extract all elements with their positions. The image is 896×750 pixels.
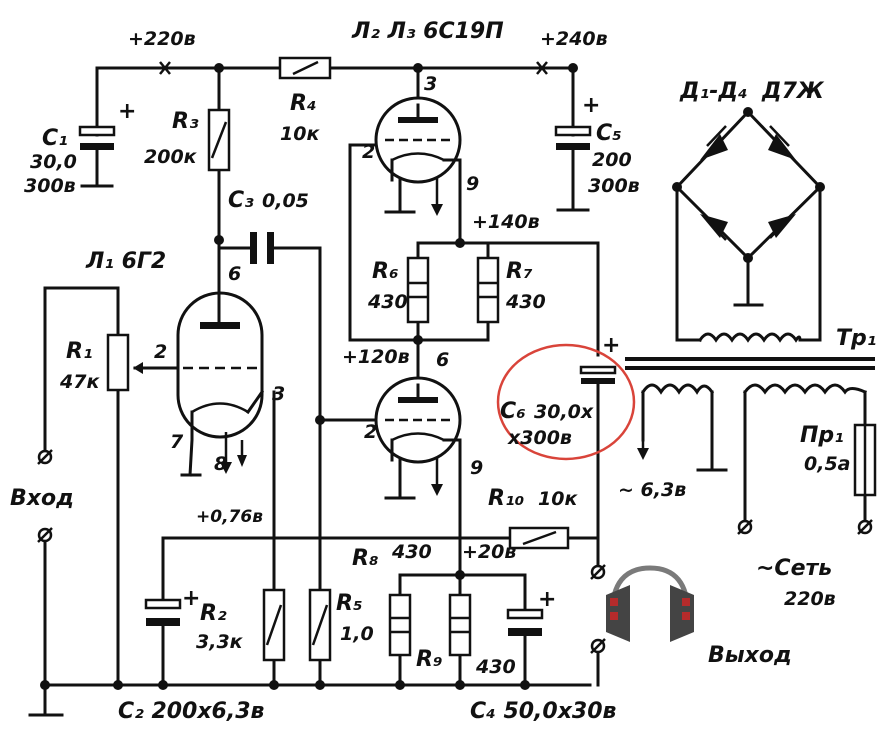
- label-diode-type: Д7Ж: [761, 79, 825, 104]
- tube-l3: [374, 376, 462, 500]
- resistor-r8: [388, 593, 412, 657]
- capacitor-c1: [78, 125, 116, 188]
- label-v20: +20в: [462, 541, 516, 563]
- label-plus-c5: +: [582, 93, 600, 118]
- resistor-r4: [278, 56, 332, 80]
- label-fuse-value: 0,5а: [804, 453, 850, 475]
- label-r6-value: 430: [367, 291, 408, 313]
- label-r9-value: 430: [475, 656, 516, 678]
- label-r4-value: 10к: [280, 123, 320, 145]
- label-r2-name: R₂: [200, 601, 227, 626]
- label-l3-pin9: 9: [470, 457, 483, 479]
- label-r7-name: R₇: [506, 259, 533, 284]
- label-fuse-name: Пр₁: [800, 423, 844, 448]
- label-c1-voltage: 300в: [24, 175, 76, 197]
- label-l1-pin7: 7: [170, 431, 184, 453]
- label-r9-name: R₉: [416, 647, 443, 672]
- tube-l2: [374, 96, 462, 216]
- capacitor-c3: [250, 232, 274, 264]
- label-c1-name: C₁: [42, 126, 68, 151]
- test-point-marks: [159, 61, 548, 75]
- resistor-r5: [308, 588, 332, 662]
- label-c6-name: C₆: [500, 399, 526, 424]
- label-v076: +0,76в: [196, 507, 263, 527]
- label-plus-c6: +: [602, 333, 620, 358]
- label-r1-value: 47к: [59, 371, 100, 393]
- terminals: [37, 449, 873, 654]
- label-r10-value: 10к: [538, 488, 578, 510]
- wires: [28, 66, 867, 717]
- label-plus-c4: +: [538, 587, 556, 612]
- tube-l1: [176, 288, 265, 477]
- capacitor-c2: [144, 598, 182, 637]
- label-r7-value: 430: [505, 291, 546, 313]
- potentiometer-r1: [106, 333, 148, 392]
- label-l2-pin3: 3: [424, 73, 437, 95]
- label-c3-name: C₃: [228, 188, 254, 213]
- label-r3-value: 200к: [144, 146, 198, 168]
- label-plus-c2: +: [182, 586, 200, 611]
- label-c1-value: 30,0: [30, 151, 77, 173]
- label-r8-name: R₈: [352, 546, 379, 571]
- label-l1-pin8: 8: [214, 453, 227, 475]
- label-lamps-top: Л₂ Л₃ 6С19П: [351, 19, 504, 44]
- diode-bridge: [674, 109, 823, 261]
- resistor-r7: [476, 256, 500, 324]
- label-r8-value: 430: [391, 541, 432, 563]
- label-plus-c1: +: [118, 99, 136, 124]
- capacitor-c4: [506, 608, 544, 642]
- label-l2-pin9: 9: [466, 173, 479, 195]
- label-tr1: Тр₁: [836, 326, 876, 351]
- label-top-220: +220в: [128, 28, 196, 50]
- label-l2-pin2: 2: [362, 141, 375, 163]
- resistor-r9: [448, 593, 472, 657]
- label-l3-pin6: 6: [436, 349, 449, 371]
- label-r2-value: 3,3к: [196, 631, 244, 653]
- label-c6-value: 30,0x: [534, 401, 594, 423]
- label-r6-name: R₆: [372, 259, 399, 284]
- highlight-circle: [496, 343, 636, 461]
- label-r3-name: R₃: [172, 109, 199, 134]
- label-r5-value: 1,0: [340, 623, 374, 645]
- label-c5-voltage: 300в: [588, 175, 640, 197]
- label-v140: +140в: [472, 211, 540, 233]
- label-r10-name: R₁₀: [488, 486, 525, 511]
- resistor-r2: [262, 588, 286, 662]
- capacitor-c5: [554, 125, 592, 212]
- resistor-r6: [406, 256, 430, 324]
- label-r4-name: R₄: [290, 91, 317, 116]
- label-output: Выход: [708, 643, 792, 668]
- fuse-pr1: [853, 423, 877, 497]
- label-top-240: +240в: [540, 28, 608, 50]
- label-l1: Л₁ 6Г2: [85, 249, 166, 274]
- label-c5-value: 200: [592, 149, 632, 171]
- label-v63: ~ 6,3в: [618, 479, 686, 501]
- label-l1-pin6: 6: [228, 263, 241, 285]
- headphones-icon: [606, 565, 694, 642]
- label-c5-name: C₅: [596, 121, 622, 146]
- resistor-r10: [508, 526, 570, 550]
- label-mains: ~Сеть: [756, 556, 832, 581]
- label-r1-name: R₁: [66, 339, 93, 364]
- label-c3-value: 0,05: [262, 190, 309, 212]
- label-l1-pin2: 2: [154, 341, 167, 363]
- label-l3-pin2: 2: [364, 421, 377, 443]
- label-mains-voltage: 220в: [784, 588, 836, 610]
- label-c4: C₄ 50,0x30в: [470, 699, 617, 724]
- label-input: Вход: [10, 486, 74, 511]
- label-c2: C₂ 200x6,3в: [118, 699, 265, 724]
- labels: +220в +240в Л₂ Л₃ 6С19П C₁ 30,0 300в + R…: [10, 19, 876, 724]
- label-diodes: Д₁-Д₄: [679, 79, 748, 104]
- label-r5-name: R₅: [336, 591, 363, 616]
- resistor-r3: [207, 108, 231, 172]
- label-v120: +120в: [342, 346, 410, 368]
- label-c6-voltage: x300в: [507, 427, 572, 449]
- label-l1-pin3: 3: [272, 383, 285, 405]
- transformer-tr1: [625, 332, 875, 460]
- capacitor-c6: [579, 365, 617, 384]
